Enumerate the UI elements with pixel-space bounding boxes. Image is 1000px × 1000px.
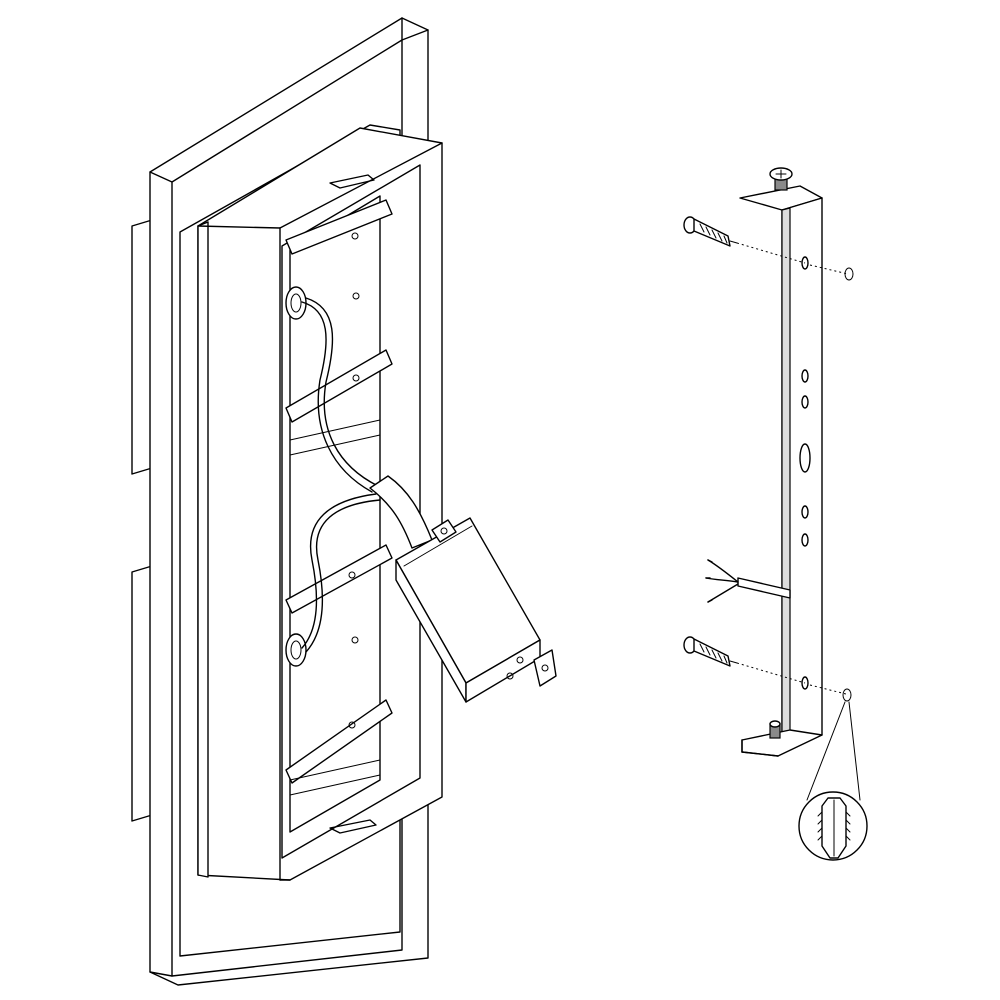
driver-box <box>395 517 557 703</box>
strap-2 <box>285 292 393 423</box>
bracket-hole <box>801 395 809 409</box>
strap-1 <box>285 199 393 255</box>
internal-wire-a <box>301 301 373 493</box>
top-keyhole-slot <box>329 174 375 189</box>
strap-4 <box>285 636 393 784</box>
wall-plug-icon <box>817 797 851 859</box>
bracket-bottom-flange <box>741 729 823 757</box>
outer-frame-inner-edge <box>171 39 403 977</box>
bracket-hole <box>801 505 809 519</box>
wall-luminaire-housing <box>131 17 443 986</box>
housing-side <box>197 221 209 878</box>
alignment-line-lower <box>736 662 806 684</box>
detail-leader-right <box>848 701 861 801</box>
internal-wire-b <box>305 297 379 487</box>
wall-screw-upper-icon <box>683 216 738 247</box>
alignment-line-upper-wall <box>809 264 849 275</box>
bracket-bottom-screw-icon <box>769 720 781 739</box>
driver-ear-bottom <box>533 649 557 687</box>
bracket-edge <box>781 207 791 749</box>
strap-3 <box>285 544 393 614</box>
alignment-line-lower-wall <box>809 684 847 695</box>
alignment-line-upper <box>736 242 806 264</box>
wall-plug-detail <box>798 701 868 861</box>
internal-wire-d <box>305 499 381 653</box>
bracket-hole <box>801 533 809 547</box>
bracket-slot <box>799 443 811 473</box>
bracket-top-screw-icon <box>769 167 793 191</box>
wall-screw-lower-icon <box>683 636 738 667</box>
bracket-hole <box>801 369 809 383</box>
mounting-bracket <box>739 167 823 757</box>
rear-lug-lower <box>131 565 153 822</box>
grommet-lower <box>285 633 307 667</box>
housing-cavity <box>281 164 421 859</box>
supply-cable <box>705 559 791 603</box>
driver-ear-top <box>431 519 457 543</box>
detail-leader-left <box>806 701 846 801</box>
bottom-keyhole-slot <box>329 819 377 834</box>
wall-hole-upper <box>844 267 854 281</box>
internal-wire-c <box>301 493 377 649</box>
wall-hole-lower <box>842 688 852 702</box>
rear-lug-upper <box>131 219 153 475</box>
